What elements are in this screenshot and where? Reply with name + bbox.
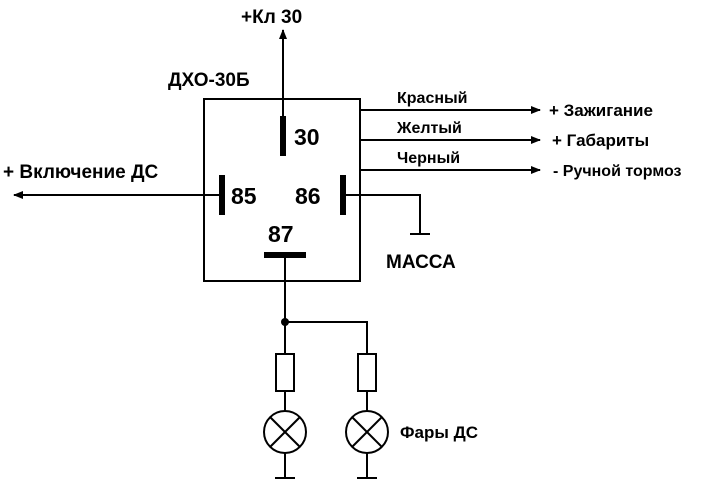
lamp-icon — [263, 410, 307, 454]
fuse-icon — [275, 353, 295, 392]
pin-87-label: 87 — [268, 221, 294, 247]
pin-30-label: 30 — [294, 124, 320, 150]
lamp-icon — [345, 410, 389, 454]
ground-label: МАССА — [386, 252, 456, 273]
pin-85-label: 85 — [231, 183, 257, 209]
pin-86-label: 86 — [295, 183, 321, 209]
fuse-icon — [357, 353, 377, 392]
left-output-label: + Включение ДС — [3, 162, 159, 183]
black-wire-label: Черный — [397, 150, 460, 167]
lamp-branch-wire — [285, 321, 368, 354]
ground-icon — [343, 194, 430, 235]
red-wire-target: + Зажигание — [549, 101, 653, 120]
yellow-wire-target: + Габариты — [552, 131, 649, 150]
kl30-label: +Кл 30 — [241, 7, 302, 28]
relay-name: ДХО-30Б — [168, 70, 250, 91]
red-wire-label: Красный — [397, 90, 468, 107]
yellow-wire-label: Желтый — [396, 120, 462, 137]
black-wire-target: - Ручной тормоз — [553, 163, 682, 180]
lamps-label: Фары ДС — [400, 423, 478, 442]
